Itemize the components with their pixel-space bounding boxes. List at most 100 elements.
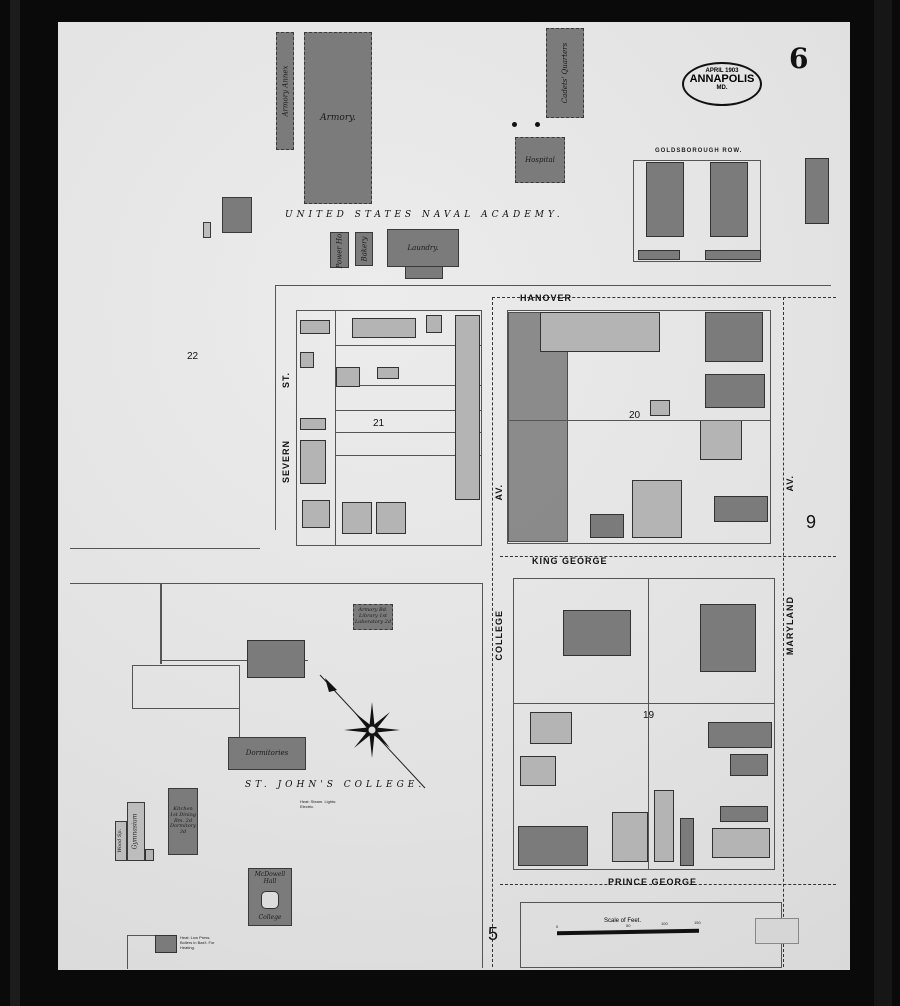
street-edge: [275, 285, 831, 286]
shed: [336, 367, 360, 387]
house: [426, 315, 442, 333]
lot-line: [335, 345, 482, 346]
boiler-note: Heat: Low Press. Boilers in Bas't. For H…: [180, 935, 215, 950]
gymnasium-building: Gymnasium: [127, 802, 145, 861]
bakery-label: Bakery: [359, 236, 368, 262]
armory-annex-building: Armory Annex: [276, 32, 294, 150]
kitchen-dining-label: Kitchen 1st Dining Rm. 2d Dormitory 3d: [169, 806, 197, 836]
laundry-building: Laundry.: [387, 229, 459, 267]
armory-building: Armory.: [304, 32, 372, 204]
campus-boundary: [160, 584, 162, 664]
sheet-number: 6: [789, 42, 809, 75]
house: [302, 500, 330, 528]
cartouche-city: ANNAPOLIS: [689, 73, 755, 85]
house: [300, 440, 326, 484]
house-row: [632, 480, 682, 538]
kitchen-dining-building: Kitchen 1st Dining Rm. 2d Dormitory 3d: [168, 788, 198, 855]
street-maryland: MARYLAND: [785, 596, 795, 656]
film-edge-right: [874, 0, 892, 1006]
house: [300, 418, 326, 430]
goldsborough-outbuilding: [705, 250, 761, 260]
house: [705, 312, 763, 362]
hospital-label: Hospital: [525, 155, 555, 164]
lot-line: [507, 420, 771, 421]
shed: [145, 849, 154, 861]
street-college-suffix: AV.: [494, 484, 504, 501]
house: [712, 828, 770, 858]
dome-icon: [261, 891, 279, 910]
st-johns-heat-note: Heat: Steam. Lights: Electric.: [300, 799, 337, 809]
street-prince-george: PRINCE GEORGE: [608, 877, 698, 887]
fire-limit-line: [492, 297, 493, 967]
laundry-annex: [405, 266, 443, 279]
cadets-quarters-building: Cadets' Quarters: [546, 28, 584, 118]
small-building: [222, 197, 252, 233]
fire-limit-line: [500, 556, 836, 557]
goldsborough-row-label: GOLDSBOROUGH ROW.: [655, 148, 743, 154]
house: [680, 818, 694, 866]
street-maryland-suffix: AV.: [785, 475, 795, 492]
lot-line: [127, 935, 155, 936]
street-edge: [482, 583, 483, 968]
college-label: College: [258, 914, 282, 922]
house: [700, 604, 756, 672]
st-johns-college-label: ST. JOHN'S COLLEGE.: [245, 780, 426, 790]
street-hanover: HANOVER: [520, 293, 573, 303]
dormitories-building: Dormitories: [228, 737, 306, 770]
house: [530, 712, 572, 744]
armory-annex-label: Armory Annex: [280, 65, 289, 117]
house: [654, 790, 674, 862]
small-building: [203, 222, 211, 238]
house: [805, 158, 829, 224]
house: [708, 722, 772, 748]
scale-tick: 0: [556, 924, 559, 929]
house: [300, 352, 314, 368]
fire-limit-line: [783, 297, 784, 967]
armory-label: Armory.: [320, 112, 356, 123]
mcdowell-hall-building: McDowell Hall College: [248, 868, 292, 926]
lot-line: [335, 455, 482, 456]
lot-line: [335, 385, 482, 386]
title-cartouche: APRIL 1903 ANNAPOLIS MD.: [682, 62, 762, 106]
naval-academy-label: UNITED STATES NAVAL ACADEMY.: [285, 210, 564, 220]
house: [700, 420, 742, 460]
goldsborough-lot: [633, 160, 761, 262]
walkway: [160, 660, 308, 661]
street-college: COLLEGE: [494, 610, 504, 661]
block-21-outline: [296, 310, 482, 546]
goldsborough-house: [646, 162, 684, 237]
block-number: 21: [373, 418, 385, 429]
goldsborough-outbuilding: [638, 250, 680, 260]
marker-dot: [535, 122, 540, 127]
goldsborough-house: [710, 162, 748, 237]
lot-line: [335, 410, 482, 411]
campus-outline: [132, 665, 240, 709]
adjoining-sheet-number: 5: [488, 924, 499, 944]
house: [376, 502, 406, 534]
power-house-building: Power Ho.: [330, 232, 349, 268]
house: [714, 496, 768, 522]
scale-title: Scale of Feet.: [604, 918, 642, 924]
lot-line: [513, 703, 775, 704]
street-edge: [275, 285, 276, 530]
street-severn: SEVERN: [281, 440, 291, 484]
house: [520, 756, 556, 786]
fire-limit-line: [500, 884, 836, 885]
scale-tick: 150: [694, 920, 701, 925]
wood-shop-label: Wood Sp.: [117, 829, 124, 853]
compass-rose-icon: [319, 674, 426, 789]
gymnasium-label: Gymnasium: [131, 813, 139, 850]
street-edge: [70, 583, 482, 584]
house-row: [540, 312, 660, 352]
lot-line: [335, 310, 336, 546]
house: [612, 812, 648, 862]
block-number: 22: [187, 351, 199, 362]
mcdowell-hall-label: McDowell Hall: [254, 871, 286, 885]
cartouche-date: APRIL 1903: [705, 68, 739, 74]
house-row: [352, 318, 416, 338]
lot-line: [648, 578, 649, 870]
campus-building: [247, 640, 305, 678]
marker-dot: [512, 122, 517, 127]
hospital-building: Hospital: [515, 137, 565, 183]
film-edge-left: [10, 0, 20, 1006]
